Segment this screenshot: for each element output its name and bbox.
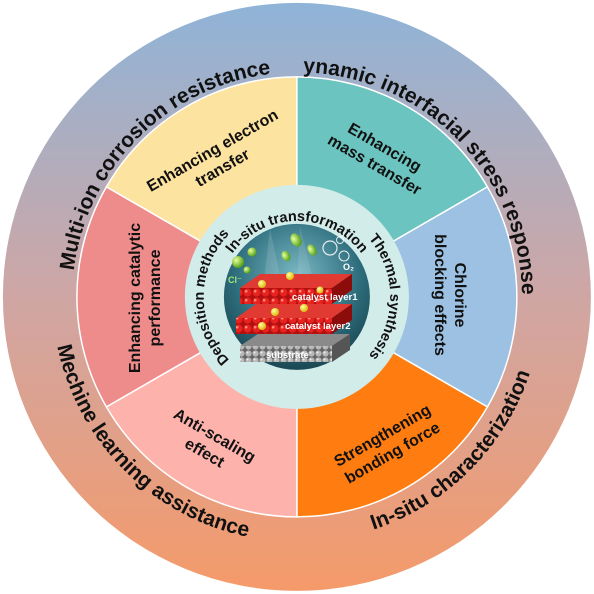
chloride-ion — [307, 244, 317, 256]
catalyst-layer-2-label: catalyst layer2 — [285, 321, 351, 332]
oxygen-bubble — [338, 250, 350, 262]
chloride-ion — [281, 250, 291, 262]
svg-text:Chlorine: Chlorine — [451, 263, 468, 328]
oxygen-bubble — [322, 240, 338, 256]
dopant-atom — [316, 286, 324, 294]
catalyst-illustration: substrate catalyst layer2 catalyst layer… — [223, 223, 370, 370]
chloride-ion — [247, 247, 257, 257]
svg-text:performance: performance — [147, 249, 164, 346]
dopant-atom — [258, 280, 266, 288]
segment-label-chlorine-blocking: Chlorine blocking effects — [431, 234, 468, 356]
chloride-ion — [232, 256, 244, 268]
substrate-block — [240, 334, 350, 362]
oxygen-bubble — [336, 236, 344, 244]
catalyst-layer-1 — [240, 274, 352, 304]
dopant-atom — [300, 304, 308, 312]
svg-text:blocking effects: blocking effects — [431, 234, 448, 356]
oxygen-label: O₂ — [343, 262, 354, 272]
dopant-atom — [258, 322, 266, 330]
chloride-ion — [290, 233, 302, 247]
segment-label-catalytic-performance: Enhancing catalytic performance — [127, 223, 164, 373]
catalyst-layer-2 — [236, 304, 352, 334]
svg-text:Enhancing catalytic: Enhancing catalytic — [127, 223, 144, 373]
substrate-label: substrate — [266, 350, 309, 361]
dopant-atom — [286, 272, 294, 280]
chloride-ion — [243, 266, 251, 274]
chloride-ion-label: Cl⁻ — [228, 275, 242, 285]
catalyst-layer-1-label: catalyst layer1 — [292, 292, 358, 303]
dopant-atom — [271, 308, 279, 316]
